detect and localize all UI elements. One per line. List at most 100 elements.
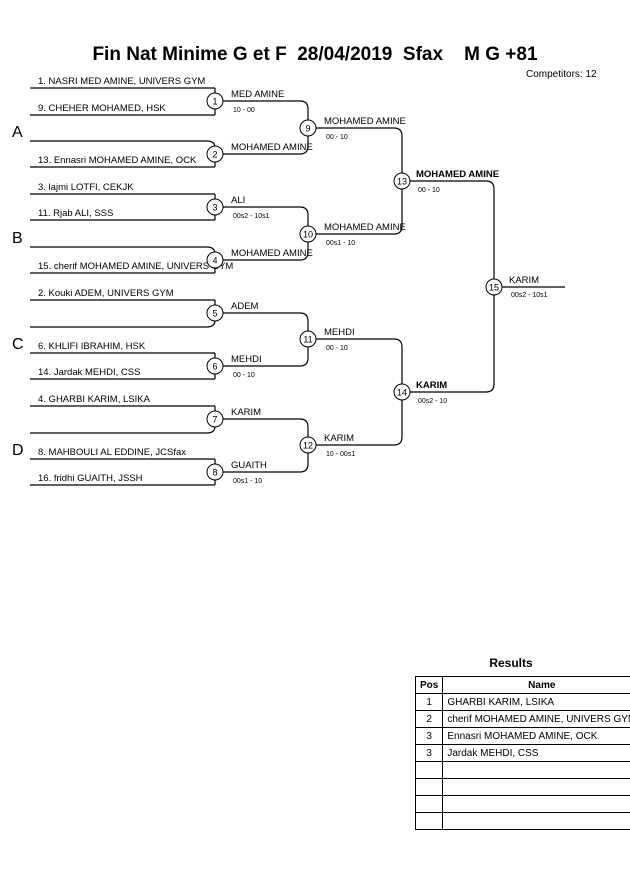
match-number: 14 — [397, 388, 407, 398]
result-name — [442, 795, 630, 813]
results-row — [414, 812, 630, 830]
match-circle — [299, 330, 317, 348]
results-row — [414, 795, 630, 813]
match-winner: KARIM — [324, 433, 354, 444]
entrant-name: 4. GHARBI KARIM, LSIKA — [38, 394, 151, 405]
result-pos — [414, 761, 444, 779]
match-circle — [206, 357, 224, 375]
match-number: 5 — [212, 309, 217, 319]
entrant-name: 2. Kouki ADEM, UNIVERS GYM — [38, 288, 174, 299]
match-score: 00 - 10 — [233, 372, 255, 379]
pool-letter: A — [12, 124, 23, 141]
match-circle — [206, 410, 224, 428]
bracket-connector — [299, 242, 309, 261]
match-winner: KARIM — [416, 380, 447, 391]
entrant-name: 14. Jardak MEHDI, CSS — [38, 367, 140, 378]
result-pos: 3 — [414, 727, 444, 745]
match-winner: KARIM — [509, 275, 539, 286]
match-number: 11 — [303, 335, 312, 345]
match-winner: ADEM — [231, 301, 259, 312]
bracket-connector — [393, 127, 403, 173]
result-pos: 1 — [414, 693, 444, 711]
result-name — [442, 761, 630, 779]
competitors-count: Competitors: 12 — [526, 69, 597, 80]
match-circle — [206, 198, 224, 216]
match-number: 12 — [303, 441, 313, 451]
entrant-name: 15. cherif MOHAMED AMINE, UNIVERS GYM — [38, 261, 233, 272]
match-score: 00 - 10 — [326, 345, 348, 352]
bracket-connector — [29, 425, 216, 434]
match-number: 13 — [397, 177, 407, 187]
bracket-connector — [393, 400, 403, 446]
match-winner: MOHAMED AMINE — [416, 169, 499, 180]
result-name: Ennasri MOHAMED AMINE, OCK — [442, 727, 630, 745]
entrant-name: 11. Rjab ALI, SSS — [38, 208, 113, 219]
entrant-name: 6. KHLIFI IBRAHIM, HSK — [38, 341, 146, 352]
bracket-connector — [485, 295, 495, 393]
result-pos — [414, 778, 444, 796]
pool-letter: B — [12, 230, 23, 247]
match-score: 00s2 - 10s1 — [233, 213, 270, 220]
match-winner: MEHDI — [324, 327, 355, 338]
result-name — [442, 812, 630, 830]
entrant-name: 1. NASRI MED AMINE, UNIVERS GYM — [38, 76, 205, 87]
match-circle — [299, 225, 317, 243]
tournament-bracket: 1. NASRI MED AMINE, UNIVERS GYM 9. CHEHER… — [12, 76, 565, 486]
bracket-connector — [299, 347, 309, 367]
match-circle — [299, 436, 317, 454]
bracket-connector — [299, 312, 309, 331]
match-winner: MEHDI — [231, 354, 262, 365]
match-number: 3 — [212, 203, 217, 213]
result-pos — [414, 812, 444, 830]
match-winner: MED AMINE — [231, 89, 284, 100]
match-circle — [206, 92, 224, 110]
pos-header: Pos — [414, 676, 444, 694]
match-circle — [393, 383, 411, 401]
entrant-name: 9. CHEHER MOHAMED, HSK — [38, 103, 166, 114]
results-header-row: Pos Name — [414, 676, 630, 694]
match-number: 7 — [212, 415, 217, 425]
bracket-connector — [393, 189, 403, 235]
result-name — [442, 778, 630, 796]
results-row — [414, 778, 630, 796]
match-score: 00s2 - 10s1 — [511, 292, 548, 299]
page-title: Fin Nat Minime G et F 28/04/2019 Sfax M … — [92, 44, 538, 65]
match-number: 1 — [212, 97, 217, 107]
bracket-connector — [393, 338, 403, 384]
match-winner: KARIM — [231, 407, 261, 418]
entrant-name: 13. Ennasri MOHAMED AMINE, OCK — [38, 155, 197, 166]
bracket-connector — [299, 418, 309, 437]
result-pos: 3 — [414, 744, 444, 762]
match-circle — [206, 251, 224, 269]
result-pos — [414, 795, 444, 813]
entrant-name: 3. lajmi LOTFI, CEKJK — [38, 182, 134, 193]
match-score: 00 - 10 — [326, 134, 348, 141]
entrant-name: 16. fridhi GUAITH, JSSH — [38, 473, 143, 484]
result-name: GHARBI KARIM, LSIKA — [442, 693, 630, 711]
match-score: 10 - 00 — [233, 107, 255, 114]
result-pos: 2 — [414, 710, 444, 728]
match-circle — [299, 119, 317, 137]
match-number: 6 — [212, 362, 217, 372]
match-winner: MOHAMED AMINE — [324, 222, 406, 233]
match-circle — [206, 463, 224, 481]
result-name: Jardak MEHDI, CSS — [442, 744, 630, 762]
bracket-connector — [299, 453, 309, 473]
match-number: 8 — [212, 468, 217, 478]
match-score: 10 - 00s1 — [326, 451, 355, 458]
bracket-connector — [30, 319, 216, 328]
pool-letter: D — [12, 442, 24, 459]
match-number: 10 — [303, 230, 313, 240]
results-row — [414, 761, 630, 779]
match-winner: GUAITH — [231, 460, 267, 471]
match-circle — [485, 278, 503, 296]
bracket-connector — [485, 180, 495, 279]
match-number: 9 — [305, 124, 310, 134]
result-name: cherif MOHAMED AMINE, UNIVERS GYM — [442, 710, 630, 728]
match-circle — [393, 172, 411, 190]
bracket-connector — [299, 100, 309, 120]
